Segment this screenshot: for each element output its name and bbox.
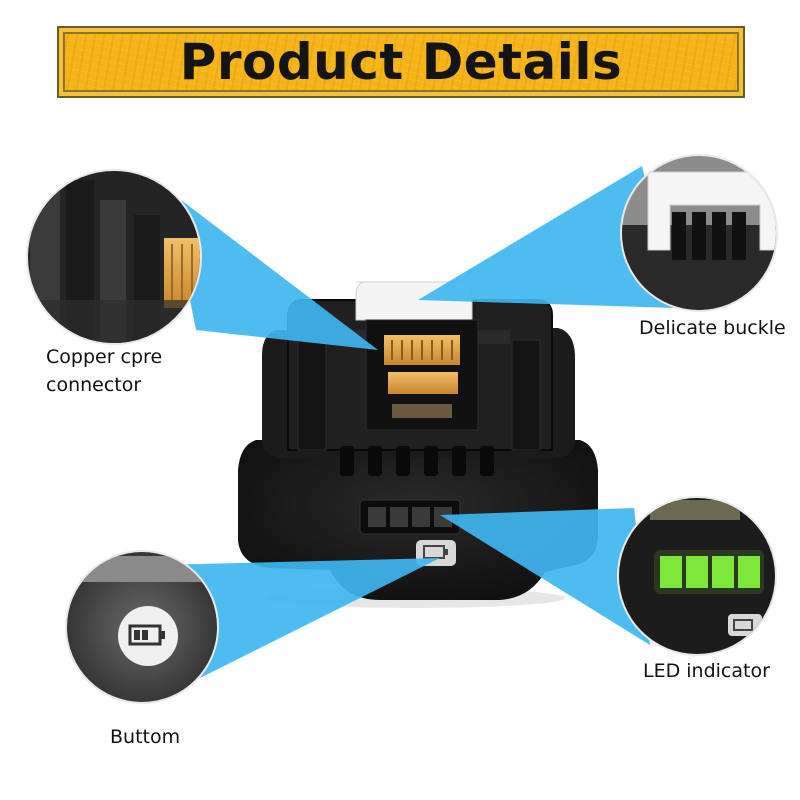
- battery-button-closeup-icon: [65, 550, 219, 704]
- copper-connector-closeup-icon: [26, 169, 202, 345]
- battery-pack: [238, 281, 598, 608]
- copper-connector-label-line1: Copper cpre: [46, 346, 163, 368]
- button-label: Buttom: [110, 726, 181, 748]
- title-banner: Product Details: [57, 26, 745, 98]
- copper-connector-label: Copper cpre connector: [46, 343, 162, 399]
- delicate-buckle-label: Delicate buckle: [639, 317, 786, 339]
- callout-beams: [160, 166, 676, 690]
- led-battery-closeup-icon: [617, 496, 777, 656]
- banner-title: Product Details: [179, 33, 623, 91]
- copper-connector-label-line2: connector: [46, 374, 142, 396]
- led-indicator-label: LED indicator: [643, 660, 770, 682]
